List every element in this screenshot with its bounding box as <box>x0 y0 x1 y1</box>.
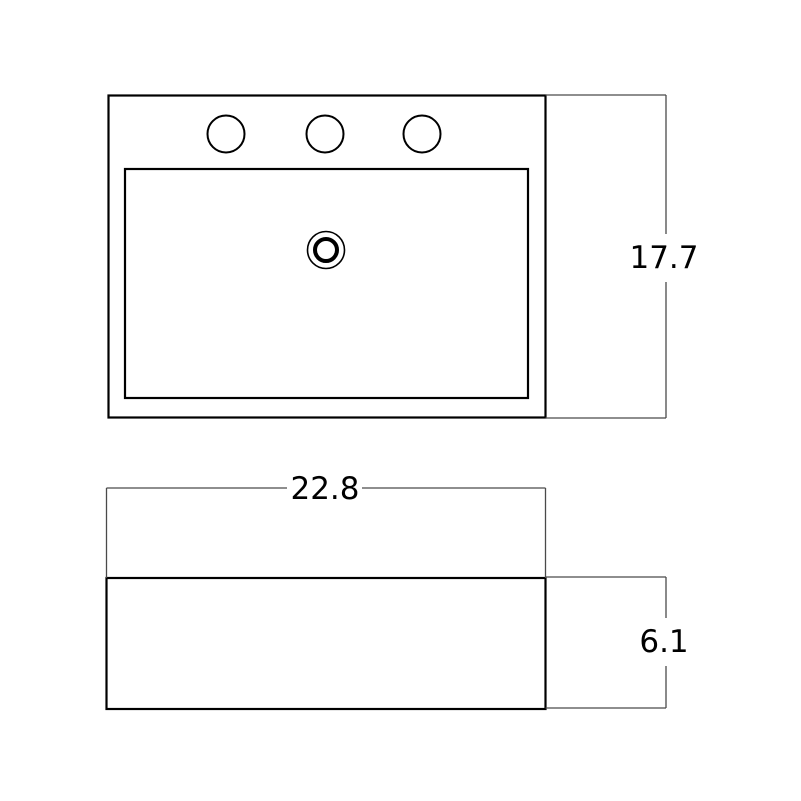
side-view: 22.8 6.1 <box>105 471 689 711</box>
faucet-hole-right <box>402 114 442 154</box>
height-dimension: 6.1 <box>545 576 689 709</box>
top-view-basin-outline <box>123 167 530 400</box>
width-dimension: 22.8 <box>105 471 547 578</box>
faucet-hole-left <box>206 114 246 154</box>
top-view: 17.7 <box>107 94 699 419</box>
depth-dimension: 17.7 <box>545 94 699 419</box>
faucet-hole-center <box>305 114 345 154</box>
height-dimension-label: 6.1 <box>639 624 688 660</box>
width-dimension-label: 22.8 <box>290 471 359 507</box>
top-view-outer-outline <box>107 94 547 419</box>
depth-dimension-label: 17.7 <box>629 240 698 276</box>
drain-icon <box>306 230 346 270</box>
side-view-outline <box>105 576 547 711</box>
